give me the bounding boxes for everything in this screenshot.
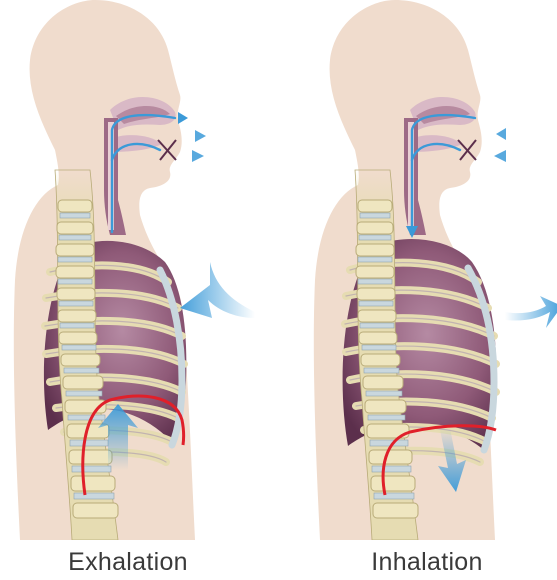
- exhalation-panel: [14, 0, 255, 540]
- mouth-arrow-in: [494, 150, 506, 162]
- respiration-diagram: [0, 0, 557, 540]
- nose-arrow-in-1: [496, 128, 506, 140]
- chest-arrow-in: [180, 262, 255, 318]
- inhalation-label: Inhalation: [327, 548, 527, 577]
- chest-arrow-out: [505, 296, 557, 328]
- inhalation-panel: [314, 0, 557, 540]
- nose-arrow-out-2: [195, 130, 206, 142]
- mouth-arrow-out: [192, 150, 204, 162]
- exhalation-label: Exhalation: [28, 548, 228, 577]
- nose-arrow-out-1: [178, 112, 188, 124]
